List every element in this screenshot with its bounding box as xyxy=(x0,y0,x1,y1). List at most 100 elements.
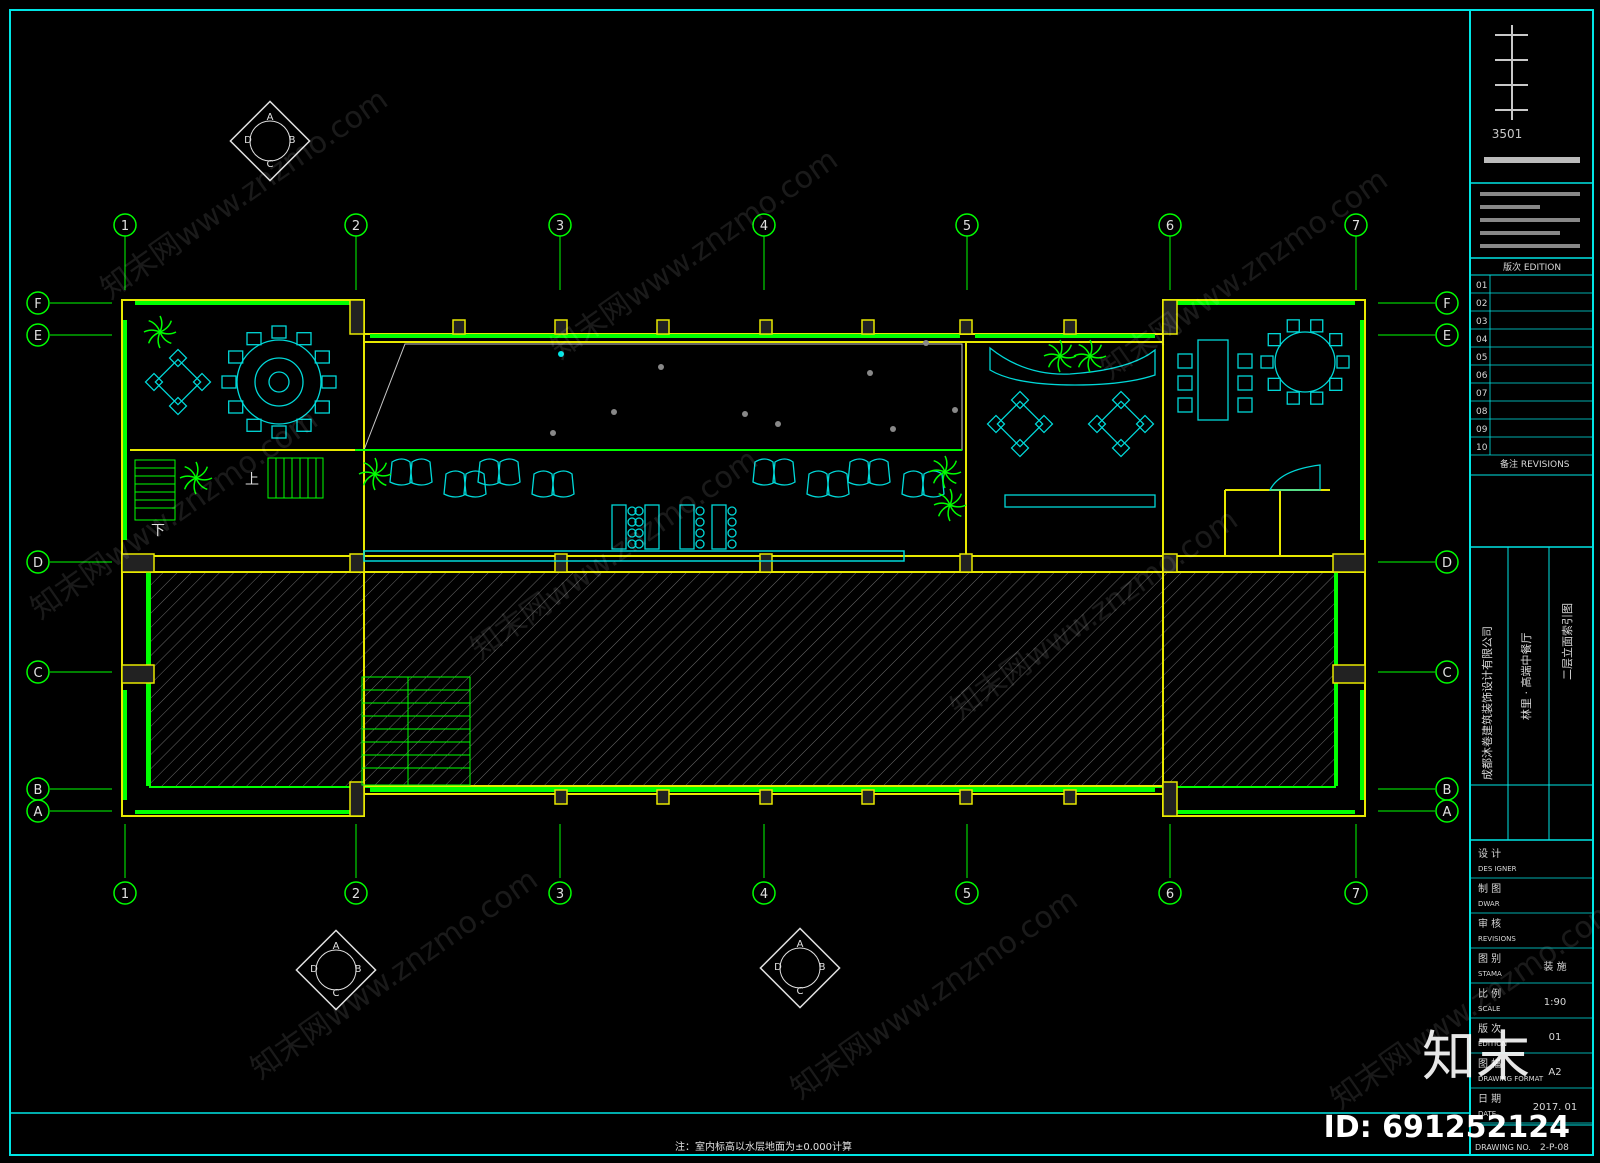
grid-row-label: C xyxy=(33,666,42,681)
section-marker-letter: D xyxy=(774,962,782,973)
grid-row-bubble: F xyxy=(26,291,50,315)
tb-field-label: 比 例 xyxy=(1478,987,1501,1000)
section-marker-letter: B xyxy=(355,964,362,975)
revision-row-number: 01 xyxy=(1476,281,1487,291)
tb-field-sub: STAMA xyxy=(1478,970,1502,978)
section-marker-letter: C xyxy=(797,986,804,997)
plants xyxy=(143,315,1107,522)
grid-column-bubble: 1 xyxy=(113,213,137,237)
section-marker-letter: C xyxy=(333,988,340,999)
tb-field-value: 01 xyxy=(1549,1032,1562,1043)
grid-row-label: A xyxy=(34,805,43,820)
revision-row-number: 05 xyxy=(1476,353,1487,363)
grid-column-bubble: 7 xyxy=(1344,213,1368,237)
svg-text:知末网www.znzmo.com: 知末网www.znzmo.com xyxy=(245,862,545,1087)
grid-row-bubble: A xyxy=(26,799,50,823)
grid-column-label: 2 xyxy=(352,219,360,234)
revision-row-number: 10 xyxy=(1476,443,1488,453)
grid-row-bubble: D xyxy=(1435,550,1459,574)
revision-row-number: 02 xyxy=(1476,299,1487,309)
tb-field-value: A2 xyxy=(1548,1067,1561,1078)
revision-row-number: 09 xyxy=(1476,425,1488,435)
revision-row-number: 07 xyxy=(1476,389,1487,399)
grid-column-bubble: 3 xyxy=(548,213,572,237)
grid-column-bubble: 4 xyxy=(752,213,776,237)
grid-column-bubble: 5 xyxy=(955,213,979,237)
tb-field-label: 图 幅 xyxy=(1478,1057,1501,1070)
tb-field-value: 1:90 xyxy=(1544,997,1566,1008)
grid-row-bubble: D xyxy=(26,550,50,574)
svg-text:知末网www.znzmo.com: 知末网www.znzmo.com xyxy=(785,882,1085,1107)
furniture xyxy=(144,319,1350,550)
section-marker-letter: C xyxy=(267,159,274,170)
grid-row-bubble: C xyxy=(26,660,50,684)
grid-column-bubble: 4 xyxy=(752,881,776,905)
tb-field-sub: DWAR xyxy=(1478,900,1500,908)
grid-column-bubble: 2 xyxy=(344,881,368,905)
grid-column-bubble: 1 xyxy=(113,881,137,905)
stair-left xyxy=(134,457,324,521)
grid-row-label: B xyxy=(1443,783,1452,798)
hatched-floor-area xyxy=(149,571,1336,788)
tb-field-sub: DES IGNER xyxy=(1478,865,1517,873)
drawing-name: 二层立面索引图 xyxy=(1560,603,1574,680)
remarks-label: 备注 REVISIONS xyxy=(1500,458,1570,470)
section-marker-letter: A xyxy=(797,939,804,950)
grid-row-label: B xyxy=(34,783,43,798)
grid-column-label: 1 xyxy=(121,887,129,902)
tb-field-label: 审 核 xyxy=(1478,917,1501,930)
grid-column-bubble: 7 xyxy=(1344,881,1368,905)
grid-column-label: 4 xyxy=(760,887,768,902)
stair-down-label: 下 xyxy=(151,523,165,539)
tb-field-label: 图 别 xyxy=(1478,953,1501,965)
logo-number: 3501 xyxy=(1492,127,1523,141)
grid-column-label: 4 xyxy=(760,219,768,234)
drawing-note: 注：室内标高以水层地面为±0.000计算 xyxy=(675,1140,852,1153)
grid-column-label: 7 xyxy=(1352,887,1360,902)
edition-label: 版次 EDITION xyxy=(1503,261,1561,273)
grid-column-bubble: 5 xyxy=(955,881,979,905)
grid-column-label: 6 xyxy=(1166,887,1174,902)
grid-row-bubble: B xyxy=(26,777,50,801)
grid-row-bubble: F xyxy=(1435,291,1459,315)
tb-field-value: 2017. 01 xyxy=(1533,1102,1578,1113)
svg-text:知末网www.znzmo.com: 知末网www.znzmo.com xyxy=(95,82,395,307)
grid-row-bubble: A xyxy=(1435,799,1459,823)
grid-row-bubble: E xyxy=(26,323,50,347)
grid-column-bubble: 3 xyxy=(548,881,572,905)
grid-column-label: 5 xyxy=(963,887,971,902)
brand-mark: 知末 xyxy=(1422,1025,1530,1088)
grid-row-label: E xyxy=(34,329,42,344)
grid-column-label: 6 xyxy=(1166,219,1174,234)
tb-field-sub: DATE xyxy=(1478,1110,1496,1118)
tb-field-label: 设 计 xyxy=(1478,847,1501,860)
drawing-frame xyxy=(9,9,1594,1156)
revision-row-number: 08 xyxy=(1476,407,1488,417)
grid-row-label: C xyxy=(1442,666,1451,681)
svg-text:知末网www.znzmo.com: 知末网www.znzmo.com xyxy=(545,142,845,367)
grid-row-label: A xyxy=(1443,805,1452,820)
revision-row-number: 04 xyxy=(1476,335,1488,345)
corridor-feature xyxy=(355,340,963,562)
drawing-no: 2-P-08 xyxy=(1540,1143,1569,1153)
columns xyxy=(121,299,1366,817)
section-marker-letter: D xyxy=(310,964,318,975)
tb-field-sub: EDITION xyxy=(1478,1040,1507,1048)
grid-row-label: F xyxy=(34,297,41,312)
drawing-no-label: DRAWING NO. xyxy=(1475,1143,1531,1152)
tb-field-sub: DRAWING FORMAT xyxy=(1478,1075,1544,1083)
tb-field-label: 版 次 xyxy=(1478,1022,1501,1035)
tb-field-sub: REVISIONS xyxy=(1478,935,1516,943)
grid-row-label: D xyxy=(33,556,43,571)
grid-row-label: D xyxy=(1442,556,1452,571)
svg-text:知末网www.znzmo.com: 知末网www.znzmo.com xyxy=(1095,162,1395,387)
grid-column-label: 7 xyxy=(1352,219,1360,234)
grid-row-label: F xyxy=(1443,297,1450,312)
grid-column-label: 2 xyxy=(352,887,360,902)
